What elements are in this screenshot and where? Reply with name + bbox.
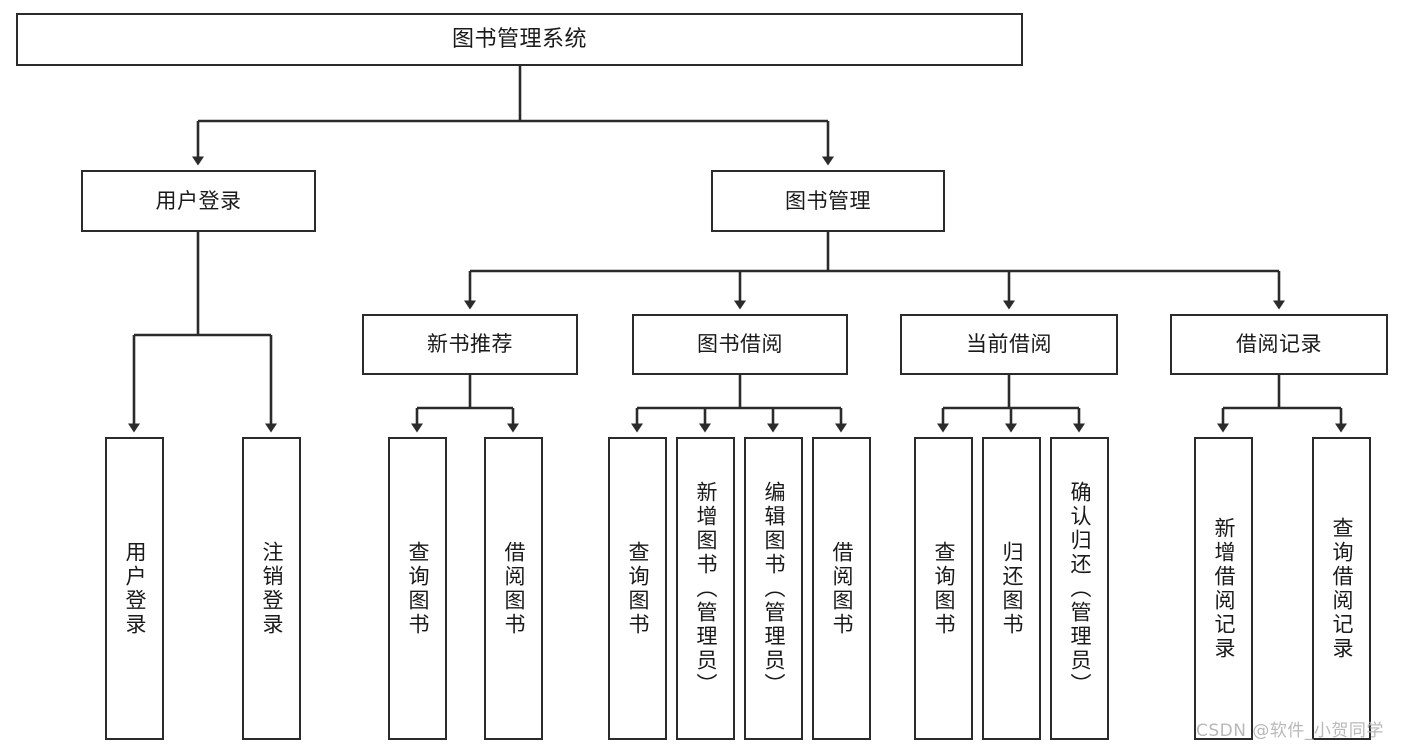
node-book-management[interactable]: 图书管理 (711, 170, 945, 232)
leaf-new-book-borrow-book[interactable]: 借阅图书 (484, 437, 543, 740)
node-new-book-recommend[interactable]: 新书推荐 (362, 314, 578, 375)
node-book-borrow[interactable]: 图书借阅 (632, 314, 848, 375)
leaf-borrow-borrow-book[interactable]: 借阅图书 (812, 437, 871, 740)
leaf-borrow-add-book-admin[interactable]: 新增图书（管理员） (676, 437, 735, 740)
node-label: 当前借阅 (966, 332, 1052, 357)
node-label: 新增借阅记录 (1212, 516, 1236, 661)
node-label: 图书借阅 (697, 332, 783, 357)
node-label: 查询图书 (406, 540, 430, 637)
node-label: 新增图书（管理员） (694, 480, 718, 697)
node-label: 借阅记录 (1236, 332, 1322, 357)
node-borrow-record[interactable]: 借阅记录 (1170, 314, 1388, 375)
leaf-borrow-edit-book-admin[interactable]: 编辑图书（管理员） (744, 437, 803, 740)
node-label: 用户登录 (155, 188, 242, 213)
node-label: 查询借阅记录 (1330, 516, 1354, 661)
node-label: 确认归还（管理员） (1068, 480, 1092, 697)
leaf-logout[interactable]: 注销登录 (242, 437, 301, 740)
leaf-current-return-book[interactable]: 归还图书 (982, 437, 1041, 740)
node-label: 查询图书 (932, 540, 956, 637)
leaf-current-confirm-return-admin[interactable]: 确认归还（管理员） (1050, 437, 1109, 740)
csdn-watermark: CSDN @软件_小贺同学 (1196, 721, 1384, 741)
node-label: 编辑图书（管理员） (762, 480, 786, 697)
leaf-user-login[interactable]: 用户登录 (105, 437, 164, 740)
node-label: 注销登录 (260, 540, 284, 637)
node-label: 借阅图书 (830, 540, 854, 637)
node-current-borrow[interactable]: 当前借阅 (900, 314, 1118, 375)
leaf-borrow-query-book[interactable]: 查询图书 (608, 437, 667, 740)
leaf-current-query-book[interactable]: 查询图书 (914, 437, 973, 740)
node-label: 借阅图书 (502, 540, 526, 637)
node-label: 查询图书 (626, 540, 650, 637)
leaf-record-add-borrow-record[interactable]: 新增借阅记录 (1194, 437, 1253, 740)
node-label: 图书管理 (785, 188, 871, 213)
node-label: 用户登录 (123, 540, 147, 637)
leaf-new-book-query-book[interactable]: 查询图书 (388, 437, 447, 740)
node-label: 归还图书 (1000, 540, 1024, 637)
leaf-record-query-borrow-record[interactable]: 查询借阅记录 (1312, 437, 1371, 740)
node-label: 图书管理系统 (451, 26, 587, 52)
node-root-book-management-system[interactable]: 图书管理系统 (16, 13, 1023, 66)
node-label: 新书推荐 (427, 332, 513, 357)
node-user-login[interactable]: 用户登录 (81, 170, 316, 232)
